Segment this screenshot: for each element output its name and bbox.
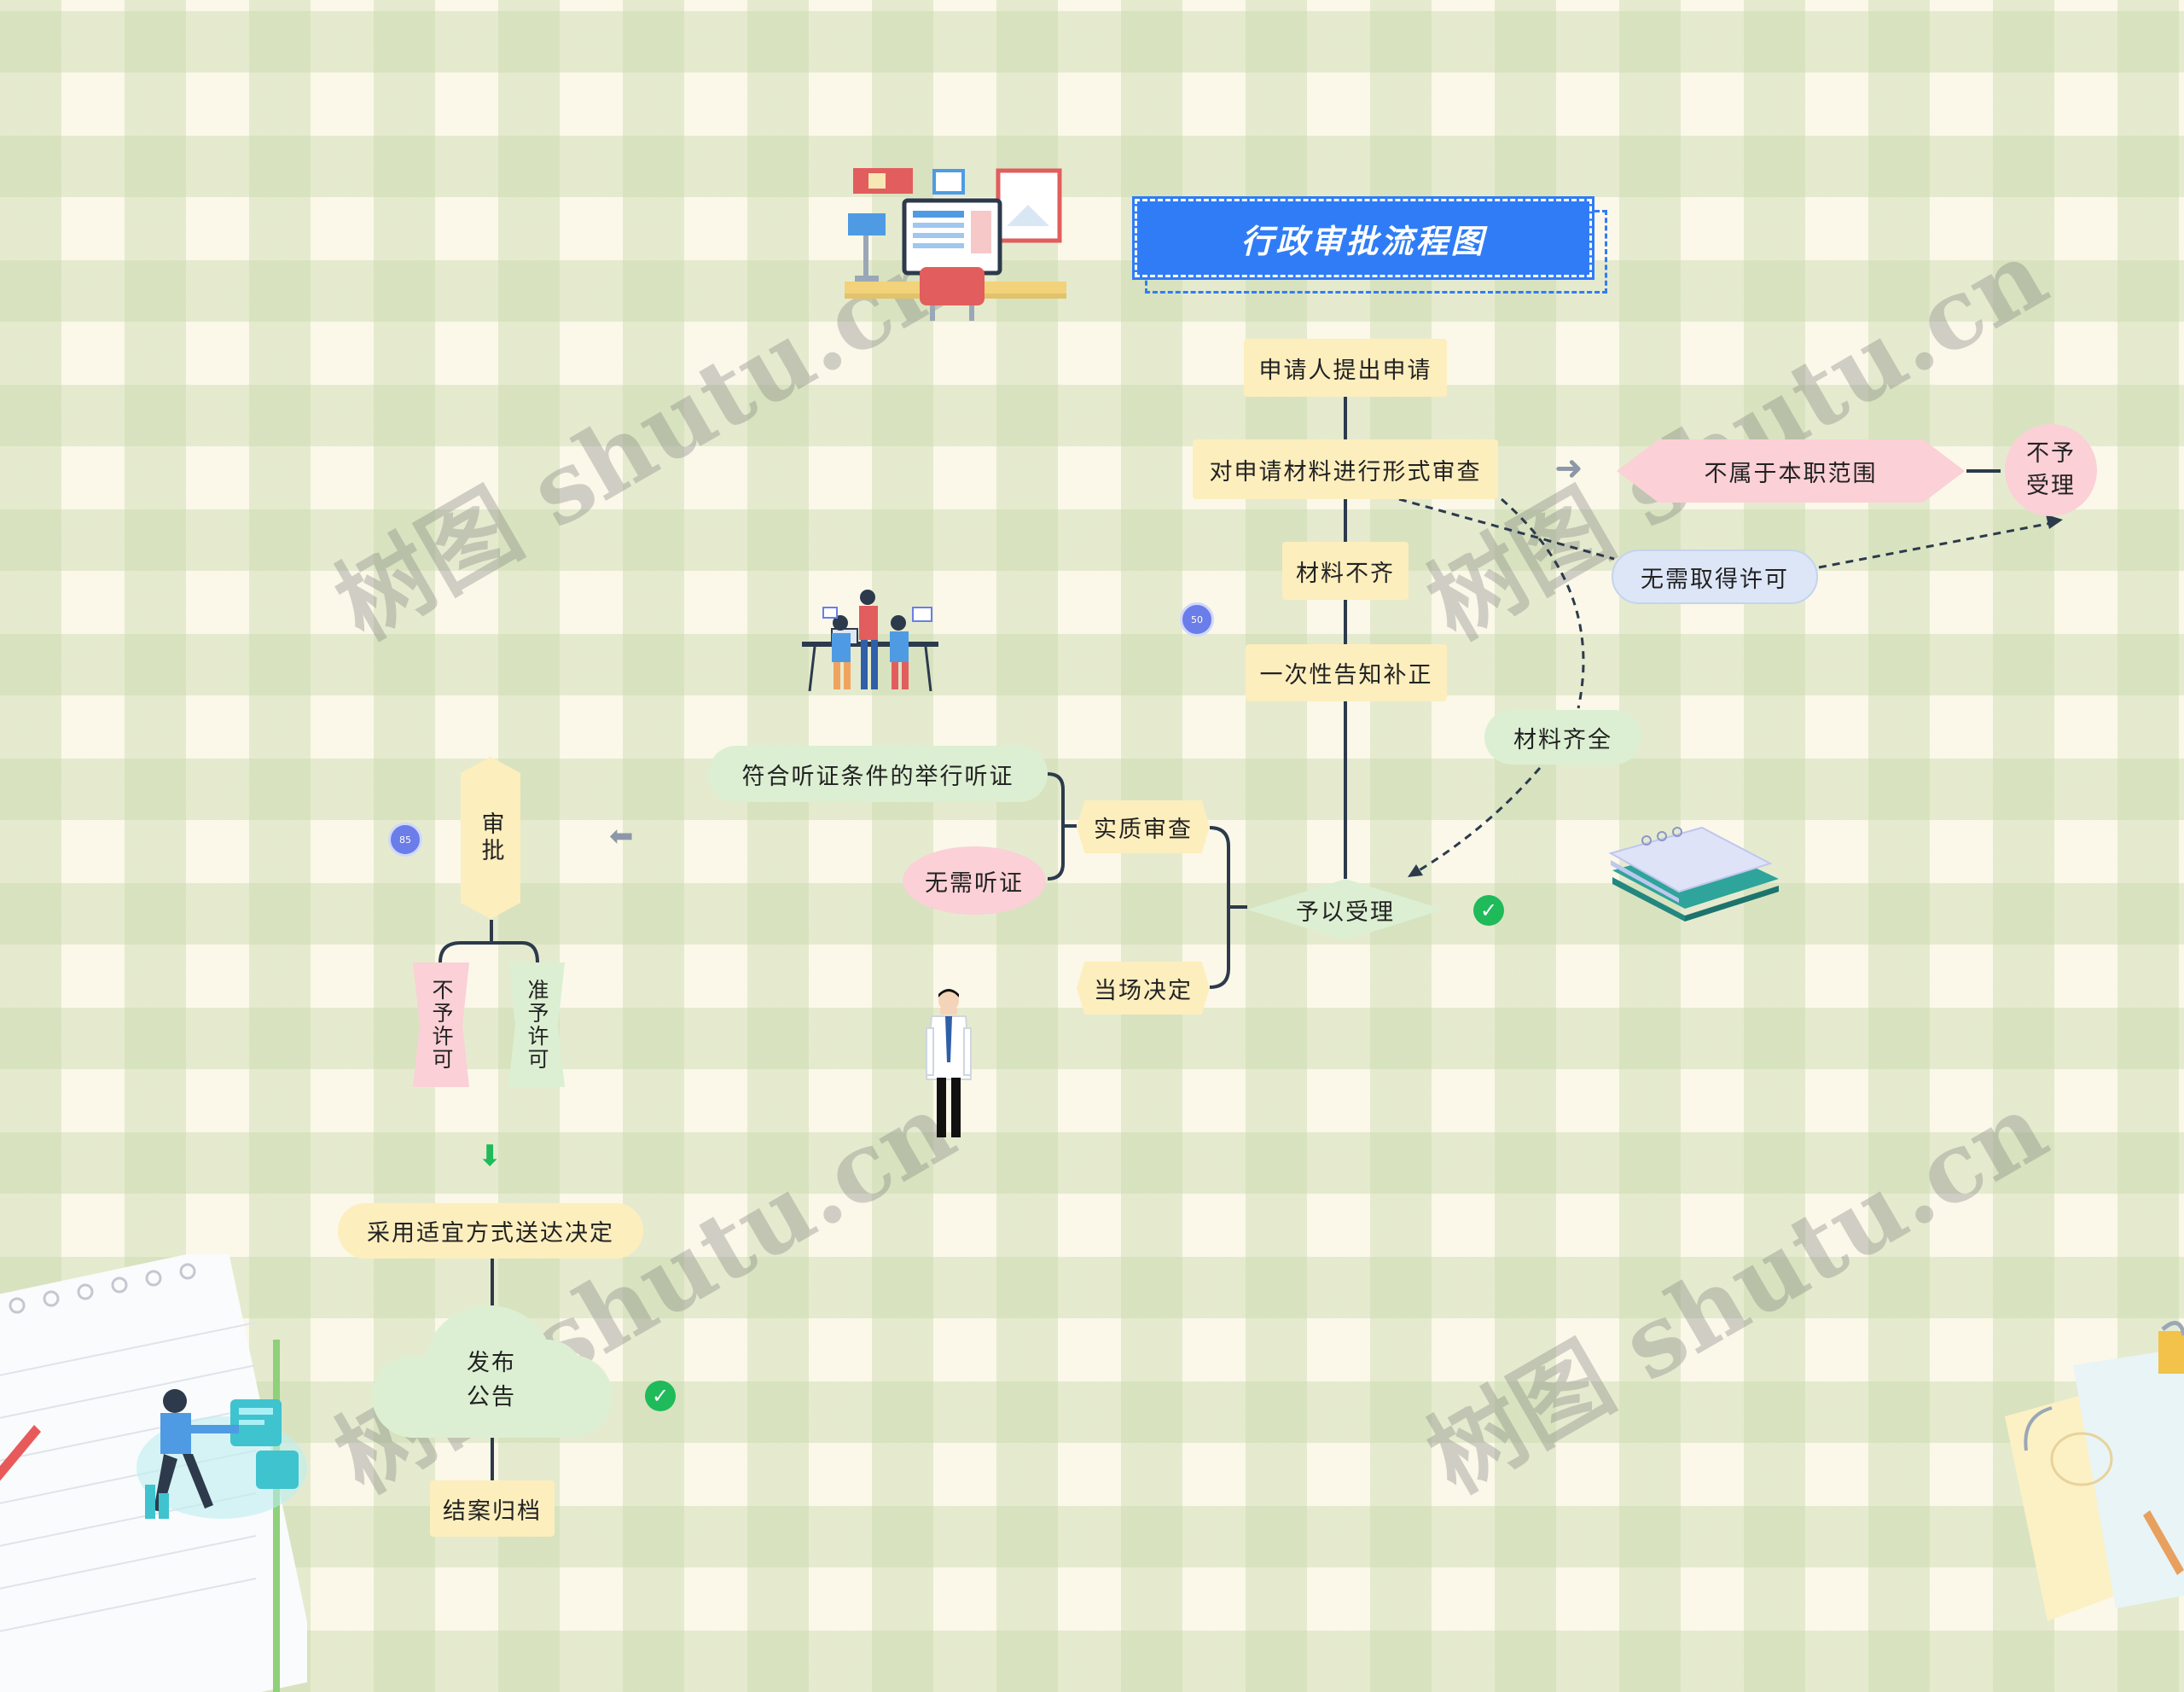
tech-person-icon	[136, 1389, 307, 1519]
node-one-time-notice: 一次性告知补正	[1246, 644, 1447, 701]
node-hearing: 符合听证条件的举行听证	[708, 746, 1048, 802]
doctor-figure-icon	[925, 989, 973, 1137]
node-archive: 结案归档	[430, 1480, 555, 1537]
page-title: 行政审批流程图	[1132, 196, 1594, 280]
badge-icon: 50	[1180, 602, 1214, 637]
node-publish-label: 发布公告	[467, 1350, 516, 1410]
node-deliver: 采用适宜方式送达决定	[338, 1203, 643, 1259]
node-approval: 审批	[461, 757, 520, 919]
node-approval-label: 审批	[477, 811, 504, 864]
node-formal-review: 对申请材料进行形式审查	[1193, 439, 1498, 499]
arrow-right-icon: ➜	[1554, 449, 1583, 488]
notebook-stack-icon	[1608, 826, 1779, 922]
arrow-down-icon: ⬇	[478, 1139, 502, 1173]
node-no-permit-needed: 无需取得许可	[1612, 549, 1818, 604]
node-publish: 发布公告	[372, 1305, 613, 1438]
node-deny: 不予许可	[413, 962, 469, 1087]
team-meeting-icon	[802, 590, 938, 692]
node-deny-label: 不予许可	[429, 979, 454, 1071]
node-on-spot: 当场决定	[1077, 962, 1210, 1015]
check-icon: ✓	[1473, 895, 1504, 926]
node-no-hearing: 无需听证	[903, 846, 1046, 915]
node-grant: 准予许可	[508, 962, 565, 1087]
arrow-left-icon: ⬅	[609, 819, 634, 853]
node-substantive-review: 实质审查	[1077, 800, 1210, 853]
node-grant-label: 准予许可	[525, 979, 549, 1071]
node-complete: 材料齐全	[1484, 710, 1641, 765]
badge-icon: 85	[388, 823, 422, 857]
notepad-icon	[0, 1254, 307, 1692]
desk-illustration-icon	[845, 168, 1066, 321]
node-apply: 申请人提出申请	[1244, 339, 1447, 397]
node-not-accepted: 不予受理	[2005, 424, 2097, 516]
node-incomplete: 材料不齐	[1282, 542, 1409, 600]
sticky-note-icon	[2005, 1321, 2184, 1621]
node-not-in-scope: 不属于本职范围	[1617, 439, 1965, 503]
node-not-accepted-label: 不予受理	[2026, 440, 2076, 499]
check-icon: ✓	[645, 1381, 676, 1411]
